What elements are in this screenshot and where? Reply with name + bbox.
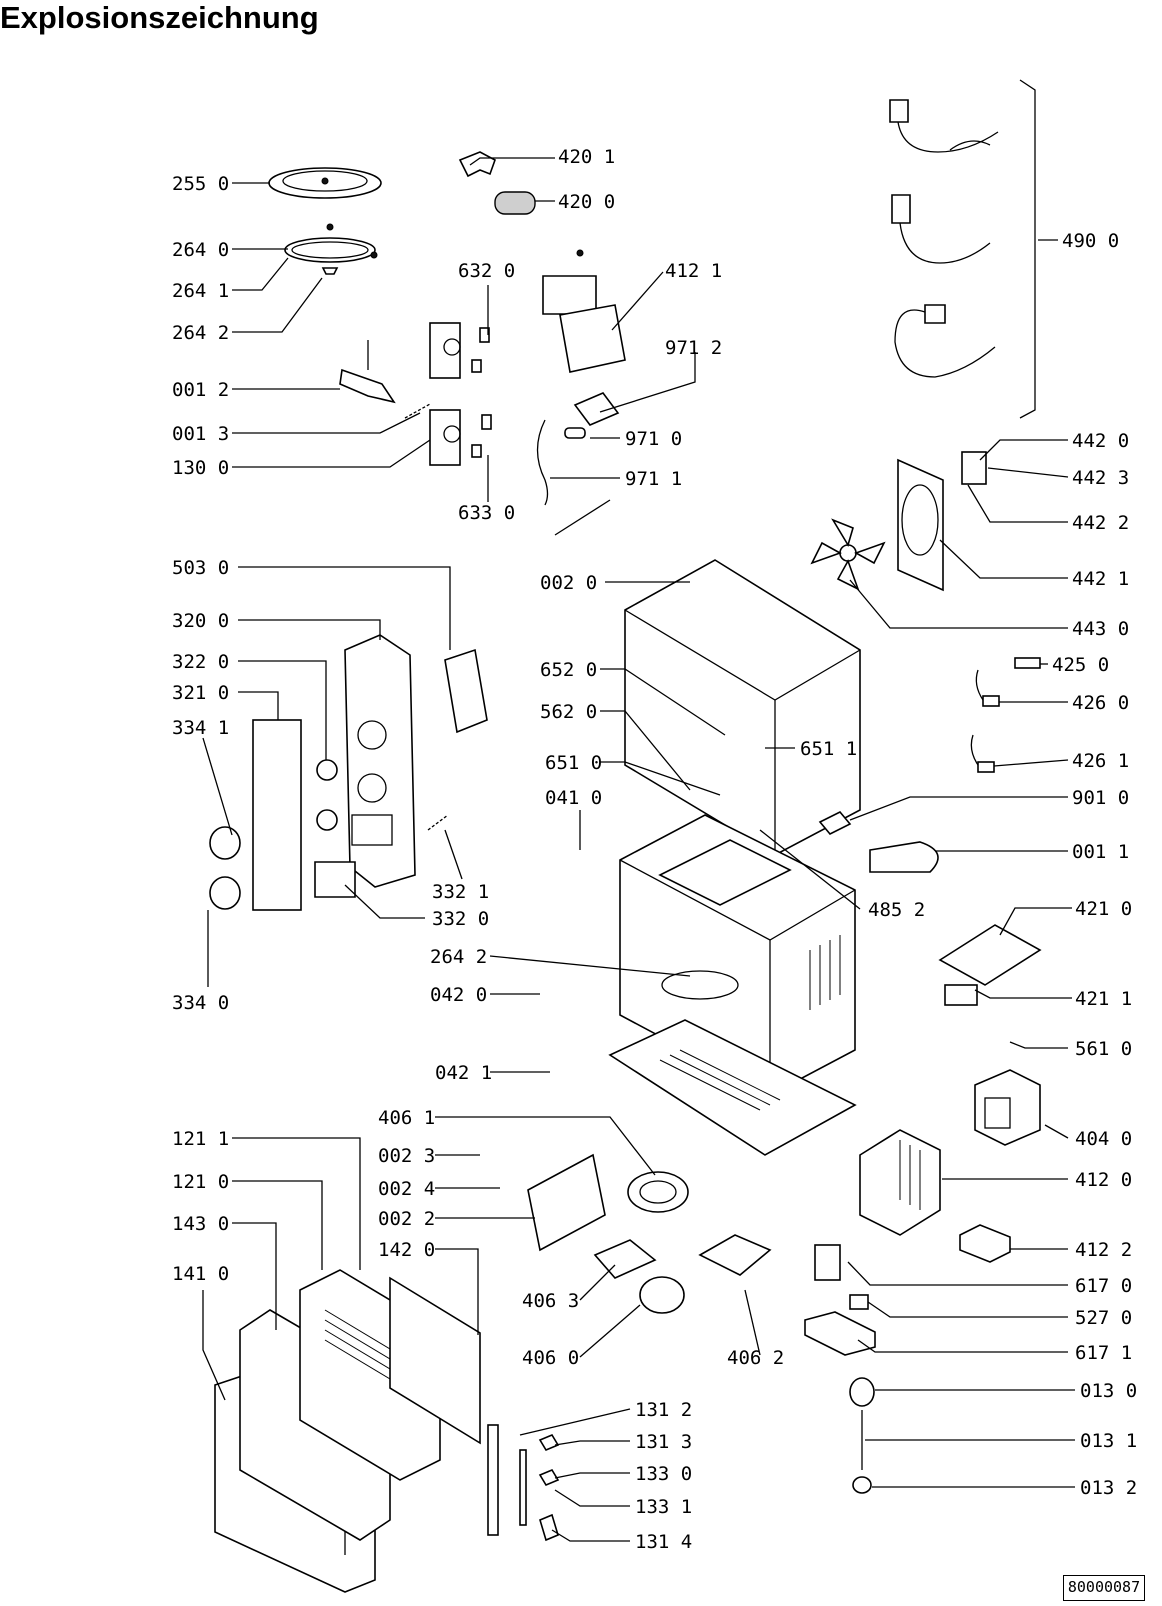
callout-label: 013 0 [1080, 1380, 1137, 1402]
callout-label: 442 2 [1072, 512, 1129, 534]
callout-label: 264 2 [430, 946, 487, 968]
callout-label: 002 0 [540, 572, 597, 594]
callout-label: 490 0 [1062, 230, 1119, 252]
callout-label: 420 0 [558, 191, 615, 213]
callout-label: 133 0 [635, 1463, 692, 1485]
callout-label: 002 3 [378, 1145, 435, 1167]
callout-label: 013 1 [1080, 1430, 1137, 1452]
callout-label: 332 1 [432, 881, 489, 903]
callout-label: 443 0 [1072, 618, 1129, 640]
callout-label: 264 0 [172, 239, 229, 261]
callout-label: 334 1 [172, 717, 229, 739]
callout-label: 141 0 [172, 1263, 229, 1285]
callout-label: 971 1 [625, 468, 682, 490]
callout-label: 420 1 [558, 146, 615, 168]
callout-label: 633 0 [458, 502, 515, 524]
callout-label: 131 2 [635, 1399, 692, 1421]
callout-label: 042 0 [430, 984, 487, 1006]
callout-label: 421 1 [1075, 988, 1132, 1010]
callout-label: 442 1 [1072, 568, 1129, 590]
callout-label: 652 0 [540, 659, 597, 681]
callout-label: 485 2 [868, 899, 925, 921]
callout-label: 404 0 [1075, 1128, 1132, 1150]
callout-label: 264 2 [172, 322, 229, 344]
callout-label: 562 0 [540, 701, 597, 723]
callout-label: 121 1 [172, 1128, 229, 1150]
callout-labels: 255 0 264 0 264 1 264 2 001 2 001 3 130 … [172, 146, 1137, 1553]
page-title: Explosionszeichnung [0, 0, 319, 35]
callout-label: 133 1 [635, 1496, 692, 1518]
callout-label: 425 0 [1052, 654, 1109, 676]
callout-label: 142 0 [378, 1239, 435, 1261]
callout-label: 332 0 [432, 908, 489, 930]
callout-label: 442 3 [1072, 467, 1129, 489]
callout-label: 264 1 [172, 280, 229, 302]
callout-label: 503 0 [172, 557, 229, 579]
parts-artwork [209, 79, 1042, 1593]
callout-label: 121 0 [172, 1171, 229, 1193]
callout-label: 321 0 [172, 682, 229, 704]
callout-label: 406 3 [522, 1290, 579, 1312]
callout-label: 042 1 [435, 1062, 492, 1084]
callout-label: 041 0 [545, 787, 602, 809]
callout-label: 001 3 [172, 423, 229, 445]
callout-label: 255 0 [172, 173, 229, 195]
callout-label: 412 2 [1075, 1239, 1132, 1261]
callout-label: 131 4 [635, 1531, 692, 1553]
callout-label: 421 0 [1075, 898, 1132, 920]
callout-label: 334 0 [172, 992, 229, 1014]
callout-label: 617 1 [1075, 1342, 1132, 1364]
callout-label: 130 0 [172, 457, 229, 479]
callout-label: 426 1 [1072, 750, 1129, 772]
callout-label: 406 1 [378, 1107, 435, 1129]
document-number: 80000087 [1063, 1575, 1145, 1601]
callout-label: 971 2 [665, 337, 722, 359]
callout-label: 632 0 [458, 260, 515, 282]
callout-label: 001 1 [1072, 841, 1129, 863]
callout-label: 561 0 [1075, 1038, 1132, 1060]
callout-label: 971 0 [625, 428, 682, 450]
callout-label: 412 1 [665, 260, 722, 282]
callout-label: 002 2 [378, 1208, 435, 1230]
callout-label: 412 0 [1075, 1169, 1132, 1191]
callout-label: 143 0 [172, 1213, 229, 1235]
callout-label: 406 2 [727, 1347, 784, 1369]
callout-label: 527 0 [1075, 1307, 1132, 1329]
callout-label: 322 0 [172, 651, 229, 673]
callout-label: 320 0 [172, 610, 229, 632]
callout-label: 426 0 [1072, 692, 1129, 714]
callout-label: 651 1 [800, 738, 857, 760]
callout-label: 131 3 [635, 1431, 692, 1453]
callout-label: 002 4 [378, 1178, 435, 1200]
callout-label: 001 2 [172, 379, 229, 401]
callout-label: 651 0 [545, 752, 602, 774]
callout-label: 617 0 [1075, 1275, 1132, 1297]
leader-lines [202, 157, 1075, 1542]
callout-label: 013 2 [1080, 1477, 1137, 1499]
callout-label: 406 0 [522, 1347, 579, 1369]
callout-label: 901 0 [1072, 787, 1129, 809]
callout-label: 442 0 [1072, 430, 1129, 452]
